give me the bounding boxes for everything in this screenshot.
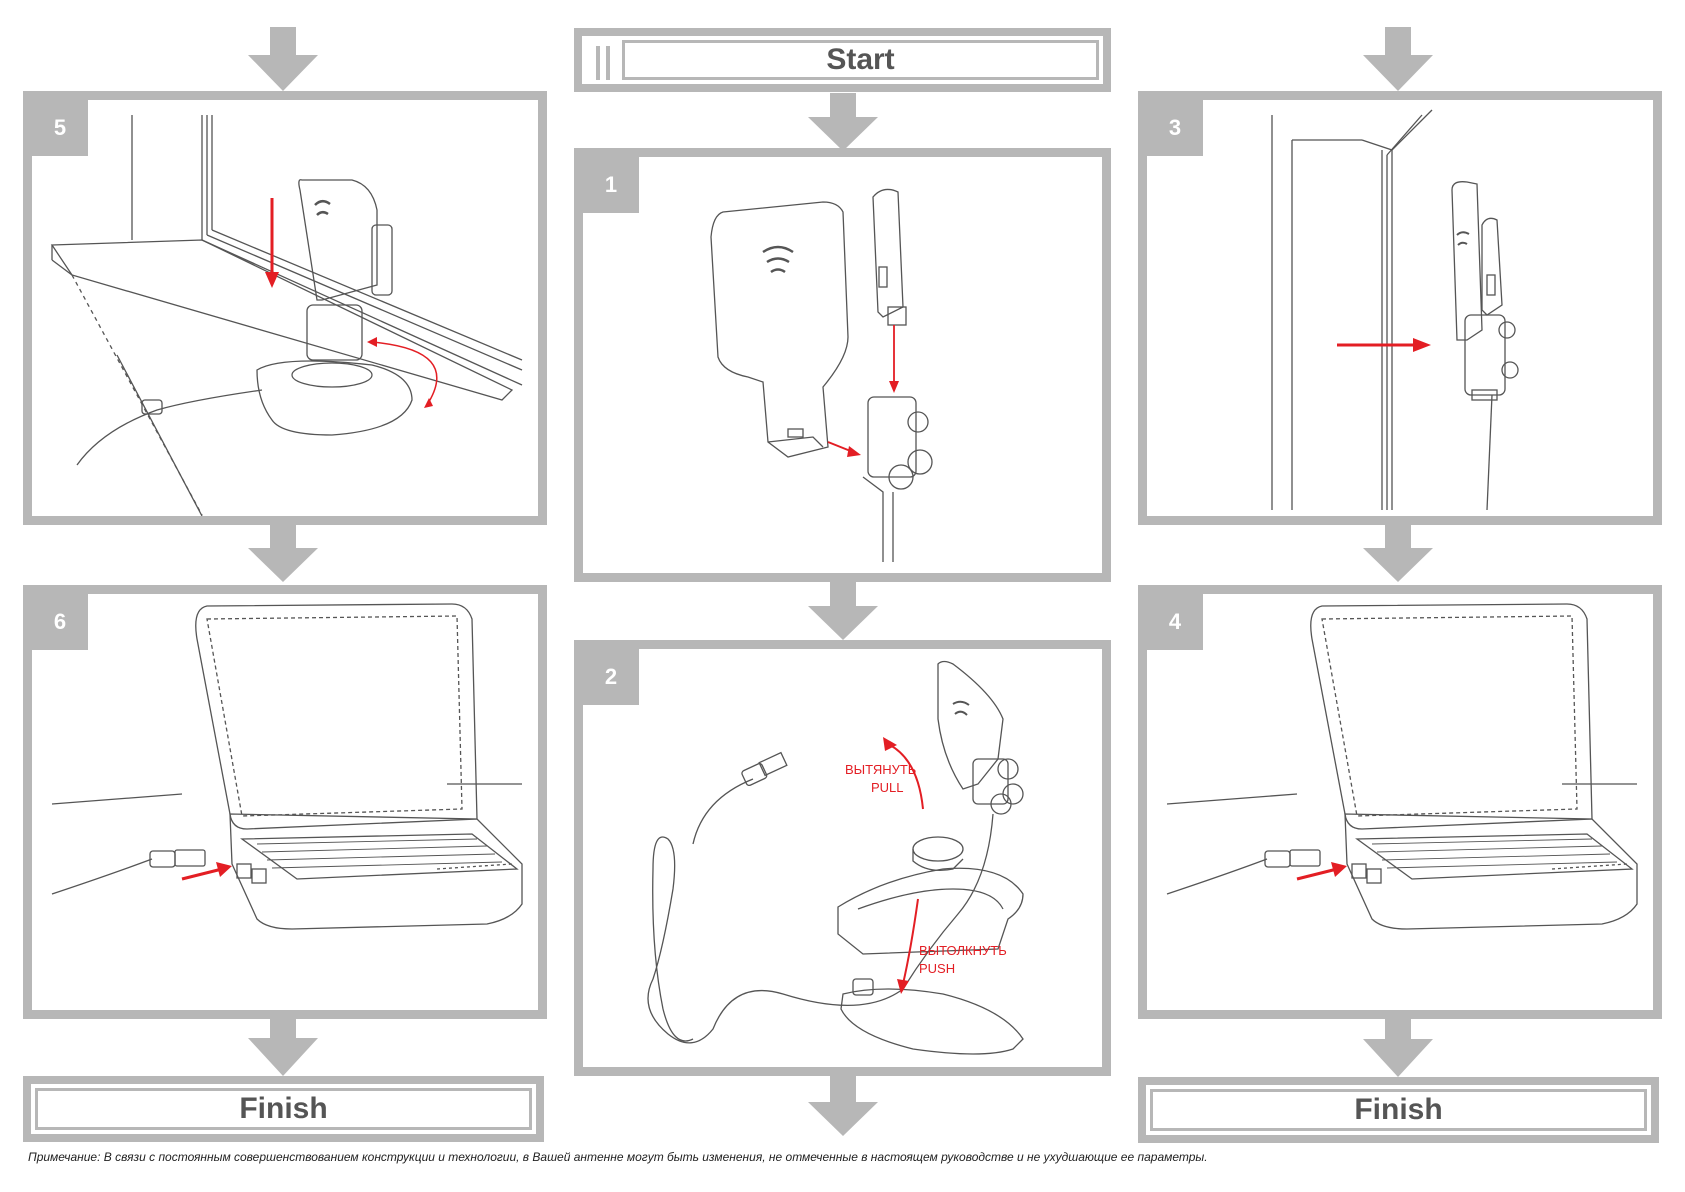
step-panel-5: 5 [23, 91, 547, 525]
step-panel-6: 6 [23, 585, 547, 1019]
step-3-illustration [1147, 100, 1653, 516]
pull-ru-label: ВЫТЯНУТЬ [845, 762, 916, 777]
flow-arrow-down-icon [248, 524, 318, 582]
footnote: Примечание: В связи с постоянным соверше… [28, 1150, 1208, 1164]
flow-arrow-down-icon [248, 27, 318, 91]
push-ru-label: ВЫТОЛКНУТЬ [919, 943, 1007, 958]
start-box: Start [574, 28, 1111, 92]
step-panel-4: 4 [1138, 585, 1662, 1019]
step-5-illustration [32, 100, 538, 516]
step-panel-3: 3 [1138, 91, 1662, 525]
push-en-label: PUSH [919, 961, 955, 976]
finish-box-right: Finish [1138, 1077, 1659, 1143]
flow-arrow-down-icon [808, 93, 878, 151]
flow-arrow-down-icon [1363, 524, 1433, 582]
pull-en-label: PULL [871, 780, 904, 795]
flow-arrow-down-icon [808, 1076, 878, 1136]
finish-box-left: Finish [23, 1076, 544, 1142]
step-4-illustration [1147, 594, 1653, 1010]
step-1-illustration [583, 157, 1102, 573]
flow-arrow-down-icon [1363, 27, 1433, 91]
pause-icon [594, 46, 614, 80]
start-label: Start [826, 43, 894, 77]
step-6-illustration [32, 594, 538, 1010]
step-2-illustration: ВЫТЯНУТЬ PULL ВЫТОЛКНУТЬ PUSH [583, 649, 1102, 1067]
finish-label: Finish [1354, 1093, 1442, 1127]
flow-arrow-down-icon [808, 580, 878, 640]
step-panel-2: 2 [574, 640, 1111, 1076]
flow-arrow-down-icon [248, 1012, 318, 1076]
step-panel-1: 1 [574, 148, 1111, 582]
flow-arrow-down-icon [1363, 1013, 1433, 1077]
finish-label: Finish [239, 1092, 327, 1126]
